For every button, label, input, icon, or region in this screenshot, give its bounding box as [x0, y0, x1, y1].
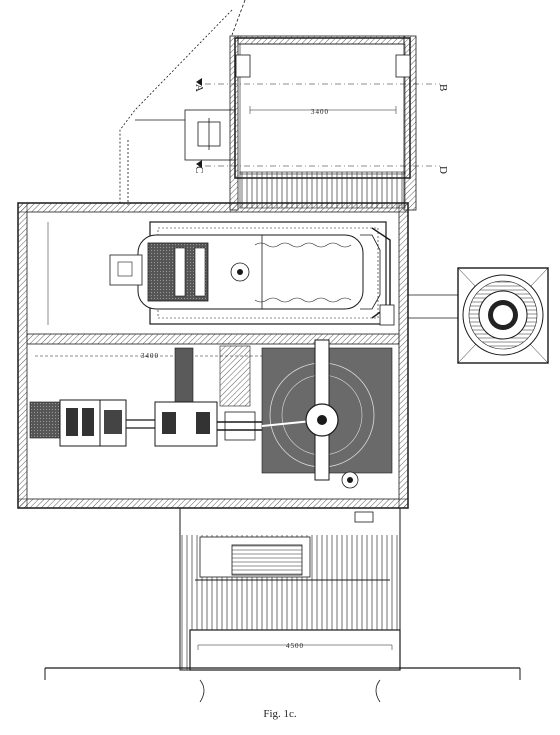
dimension-top-width: 3400 — [311, 108, 329, 116]
section-marker-b: B — [437, 84, 449, 91]
figure-caption: Fig. 1c. — [263, 708, 297, 720]
boiler-room — [17, 202, 409, 509]
section-lines — [196, 78, 440, 168]
steam-engine — [59, 339, 359, 489]
section-marker-d: D — [437, 166, 449, 174]
section-marker-a: A — [193, 84, 205, 92]
upper-housing — [229, 35, 417, 211]
dimension-engine-room: 3400 — [141, 352, 159, 360]
section-marker-c: C — [193, 166, 205, 173]
boiler — [109, 221, 395, 326]
chimney — [457, 267, 549, 364]
dimension-bottom-width: 4500 — [286, 642, 304, 650]
lower-housing — [44, 507, 521, 703]
flue-duct — [408, 294, 460, 319]
steam-piping — [119, 0, 246, 205]
